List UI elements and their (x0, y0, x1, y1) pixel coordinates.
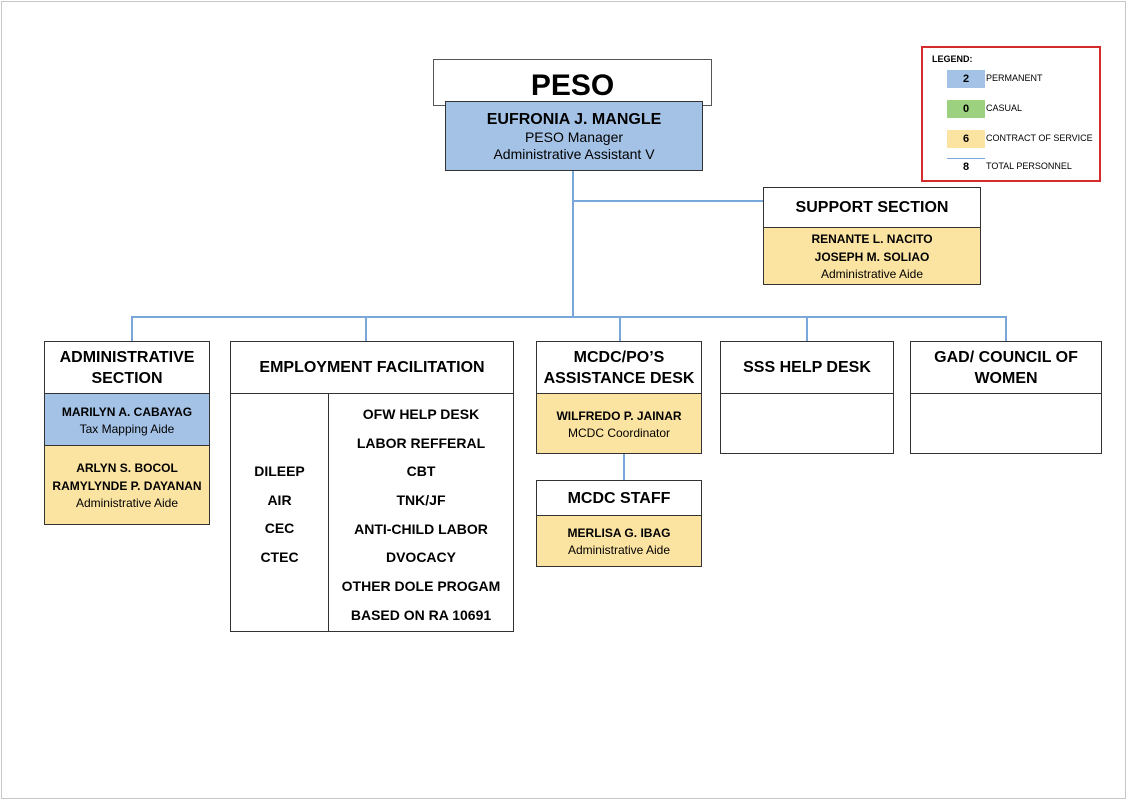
mcdc-title-line-2: ASSISTANCE DESK (543, 369, 695, 387)
support-section-header: SUPPORT SECTION (763, 187, 981, 228)
connector-employment (365, 316, 367, 342)
admin-permanent-name: MARILYN A. CABAYAG (61, 404, 193, 419)
legend-swatch-contract: 6 (947, 130, 985, 148)
support-staff-role: Administrative Aide (820, 267, 924, 281)
page-title: PESO (530, 68, 615, 102)
admin-permanent-staff: MARILYN A. CABAYAG Tax Mapping Aide (44, 393, 210, 446)
admin-contract-name-2: RAMYLYNDE P. DAYANAN (52, 479, 202, 493)
employment-left-list: DILEEP AIR CEC CTEC (231, 457, 328, 572)
mcdc-staff-header: MCDC STAFF (536, 480, 702, 516)
employment-right-item: CBT (406, 463, 436, 480)
legend-row-contract: 6 CONTRACT OF SERVICE (923, 130, 1099, 148)
employment-divider (328, 394, 329, 631)
peso-title-box: PESO (433, 59, 712, 106)
admin-contract-staff: ARLYN S. BOCOL RAMYLYNDE P. DAYANAN Admi… (44, 445, 210, 525)
gad-title-line-1: GAD/ COUNCIL OF (934, 348, 1078, 366)
legend-label-total: TOTAL PERSONNEL (986, 161, 1072, 171)
head-box: EUFRONIA J. MANGLE PESO Manager Administ… (445, 101, 703, 171)
mcdc-staff: MERLISA G. IBAG Administrative Aide (536, 515, 702, 567)
gad-section-header: GAD/ COUNCIL OF WOMEN (910, 341, 1102, 394)
support-section-title: SUPPORT SECTION (795, 199, 949, 216)
connector-horizontal (131, 316, 1007, 318)
employment-right-item: LABOR REFFERAL (356, 434, 486, 451)
connector-admin (131, 316, 133, 342)
connector-mcdc (619, 316, 621, 342)
admin-title-line-2: SECTION (91, 369, 163, 387)
mcdc-coordinator-role: MCDC Coordinator (567, 425, 671, 440)
head-position: Administrative Assistant V (493, 145, 655, 162)
sss-section-body (720, 393, 894, 454)
admin-contract-role: Administrative Aide (75, 496, 179, 510)
connector-gad (1005, 316, 1007, 342)
support-staff-name-2: JOSEPH M. SOLIAO (814, 250, 930, 264)
employment-right-item: TNK/JF (396, 492, 446, 509)
gad-section-body (910, 393, 1102, 454)
employment-right-item: OFW HELP DESK (362, 406, 480, 422)
sss-title: SSS HELP DESK (743, 359, 871, 376)
legend: LEGEND: 2 PERMANENT 0 CASUAL 6 CONTRACT … (921, 46, 1101, 182)
legend-total-line (947, 158, 985, 159)
employment-left-item: CTEC (260, 549, 299, 566)
mcdc-staff-title: MCDC STAFF (567, 489, 671, 507)
employment-right-list: OFW HELP DESK LABOR REFFERAL CBT TNK/JF … (329, 400, 513, 630)
support-staff-name-1: RENANTE L. NACITO (811, 232, 933, 246)
legend-row-casual: 0 CASUAL (923, 100, 1099, 118)
employment-title: EMPLOYMENT FACILITATION (259, 359, 485, 376)
connector-sss (806, 316, 808, 342)
employment-right-item: BASED ON RA 10691 (350, 606, 492, 623)
mcdc-title-line-1: MCDC/PO’S (573, 348, 665, 366)
mcdc-staff-role: Administrative Aide (567, 543, 671, 557)
connector-support (572, 200, 764, 202)
employment-right-item: DVOCACY (385, 549, 456, 566)
mcdc-section-header: MCDC/PO’S ASSISTANCE DESK (536, 341, 702, 394)
employment-left-item: AIR (267, 491, 292, 508)
legend-row-permanent: 2 PERMANENT (923, 70, 1099, 88)
legend-swatch-permanent: 2 (947, 70, 985, 88)
employment-programs: DILEEP AIR CEC CTEC OFW HELP DESK LABOR … (230, 393, 514, 632)
legend-label-contract: CONTRACT OF SERVICE (986, 133, 1093, 143)
admin-title-line-1: ADMINISTRATIVE (59, 348, 195, 366)
employment-section-header: EMPLOYMENT FACILITATION (230, 341, 514, 394)
mcdc-staff-name: MERLISA G. IBAG (567, 526, 671, 540)
admin-section-header: ADMINISTRATIVE SECTION (44, 341, 210, 394)
employment-left-item: CEC (264, 520, 295, 537)
support-section-staff: RENANTE L. NACITO JOSEPH M. SOLIAO Admin… (763, 227, 981, 285)
employment-right-item: ANTI-CHILD LABOR (354, 520, 488, 537)
legend-title: LEGEND: (932, 54, 973, 64)
legend-label-casual: CASUAL (986, 103, 1023, 113)
employment-right-item: OTHER DOLE PROGAM (341, 578, 501, 595)
legend-total-count: 8 (962, 161, 970, 173)
connector-mcdc-staff (623, 454, 625, 481)
head-role: PESO Manager (524, 128, 624, 145)
mcdc-coordinator-name: WILFREDO P. JAINAR (556, 408, 682, 423)
connector-head-down (572, 170, 574, 316)
head-name: EUFRONIA J. MANGLE (486, 110, 662, 128)
legend-label-permanent: PERMANENT (986, 73, 1043, 83)
admin-contract-name-1: ARLYN S. BOCOL (76, 461, 178, 475)
gad-title-line-2: WOMEN (974, 369, 1038, 387)
legend-swatch-casual: 0 (947, 100, 985, 118)
admin-permanent-role: Tax Mapping Aide (79, 421, 175, 436)
sss-section-header: SSS HELP DESK (720, 341, 894, 394)
employment-left-item: DILEEP (254, 463, 305, 479)
legend-row-total: 8 TOTAL PERSONNEL (923, 158, 1099, 176)
mcdc-coordinator: WILFREDO P. JAINAR MCDC Coordinator (536, 393, 702, 454)
